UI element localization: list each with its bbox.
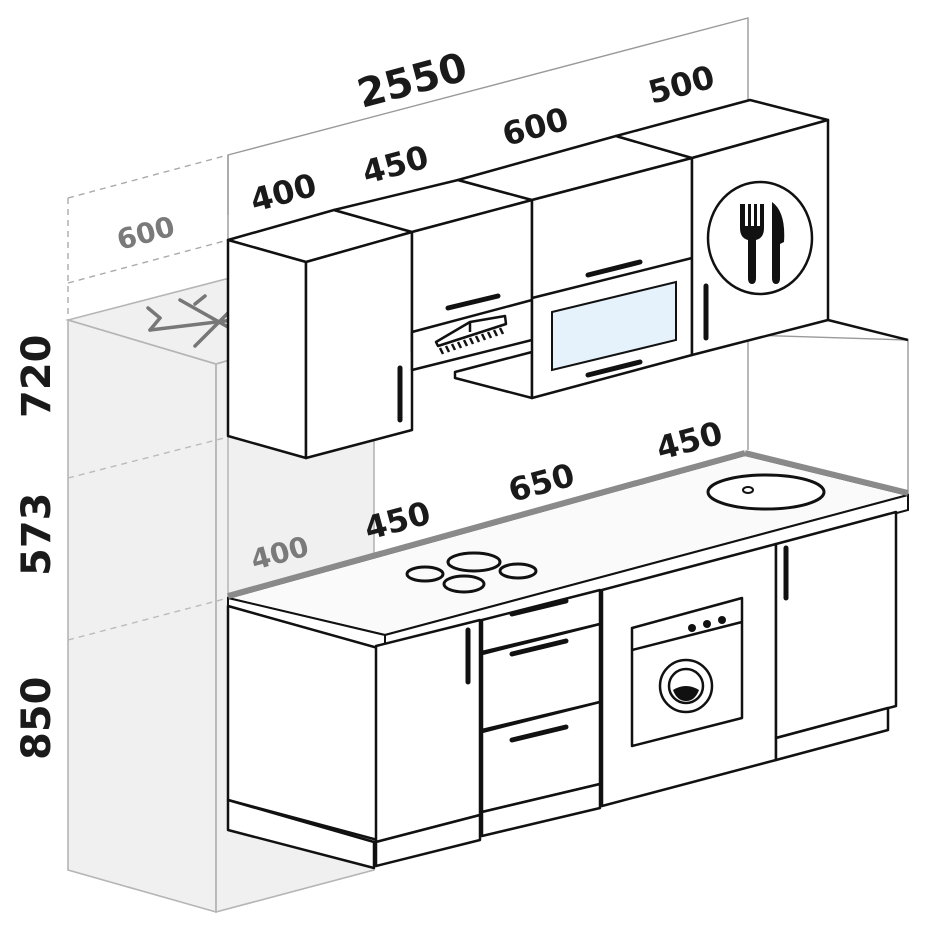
lower-cabinet-450-sink <box>774 510 898 740</box>
dim-upper-0: 400 <box>246 166 320 220</box>
dim-upper-2: 600 <box>498 100 572 154</box>
plinth-1 <box>374 813 482 868</box>
dim-fridge-depth: 600 <box>113 210 178 257</box>
microwave-icon <box>551 280 677 378</box>
dim-upper-1: 450 <box>358 138 432 192</box>
washing-machine-icon <box>630 596 744 748</box>
range-hood-icon <box>434 314 508 355</box>
plinth-3 <box>774 706 890 762</box>
plinth-2 <box>480 782 602 838</box>
upper-cabinet-400 <box>226 208 414 460</box>
lower-cabinet-drawers <box>480 588 602 814</box>
lower-cabinet-washer <box>600 542 778 808</box>
plinth-left <box>226 798 376 870</box>
sink-icon <box>706 473 826 511</box>
upper-cabinet-500-dishes <box>614 98 830 357</box>
fork-knife-plate-icon <box>706 180 814 296</box>
dimension-labels: 2550 400 450 600 500 600 400 450 650 450… <box>14 44 727 760</box>
upper-cabinet-600-microwave <box>456 134 694 400</box>
dim-height-top: 720 <box>14 335 60 419</box>
dim-height-bottom: 850 <box>14 677 60 761</box>
dim-upper-3: 500 <box>644 58 718 112</box>
cooktop-icon <box>405 551 538 594</box>
dim-height-middle: 573 <box>14 493 60 577</box>
lower-cabinet-450-door <box>374 618 482 844</box>
